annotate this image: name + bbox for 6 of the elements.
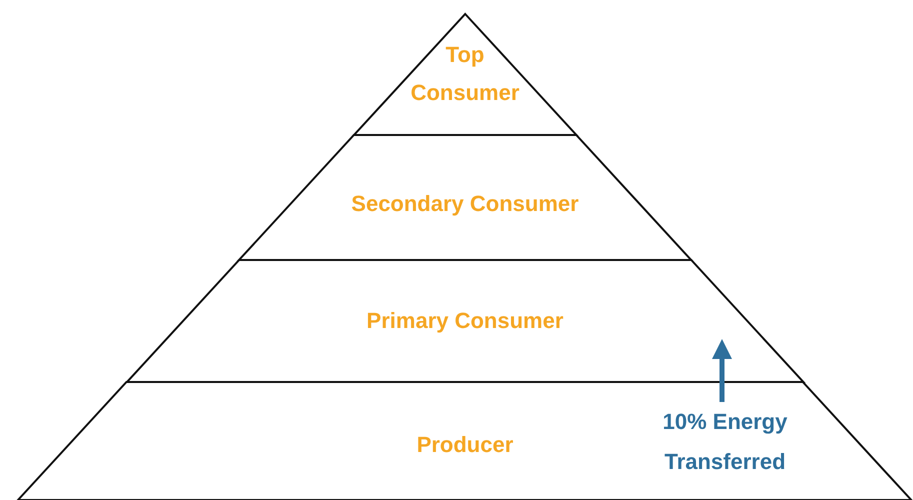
level-label: Producer: [416, 431, 514, 459]
level-label: Secondary Consumer: [350, 190, 580, 218]
arrow: [712, 339, 732, 404]
level-label: Primary Consumer: [366, 307, 564, 335]
pyramid-level: [126, 260, 804, 382]
level-label: Top Consumer: [410, 41, 520, 107]
